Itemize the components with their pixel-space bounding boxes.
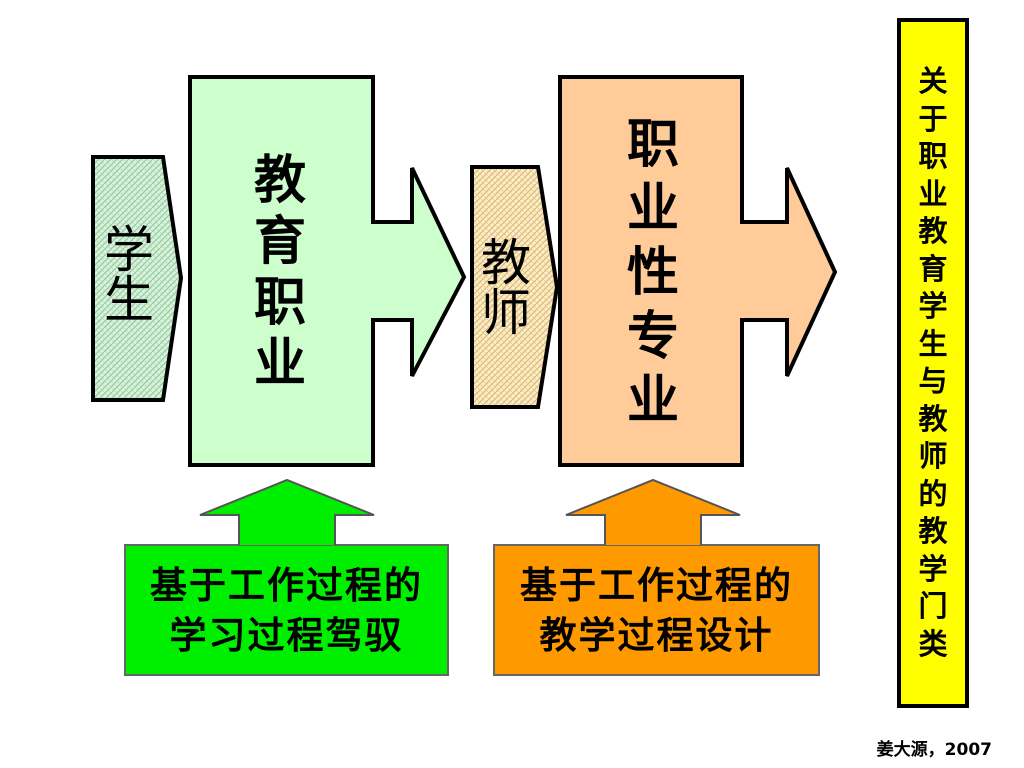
teacher-label: 教师	[472, 218, 540, 358]
green-support-line1: 基于工作过程的	[150, 563, 423, 607]
green-support-text: 基于工作过程的 学习过程驾驭	[125, 548, 448, 672]
vertical-char: 教	[918, 214, 948, 248]
vertical-char: 学	[918, 551, 948, 586]
vertical-char: 于	[918, 101, 948, 136]
education-vocation-label: 教育职业	[245, 138, 315, 408]
vertical-char: 业	[253, 334, 306, 394]
vertical-char: 育	[253, 212, 306, 272]
vertical-char: 生	[104, 271, 154, 329]
vertical-char: 门	[918, 589, 948, 623]
orange-support-box	[493, 544, 820, 676]
orange-support-text: 基于工作过程的 教学过程设计	[494, 548, 819, 672]
green-support-line2: 学习过程驾驭	[169, 613, 404, 657]
vertical-char: 关	[918, 64, 948, 98]
vertical-char: 职	[918, 139, 948, 173]
student-pentagon	[91, 155, 184, 402]
vertical-char: 教	[918, 514, 948, 548]
student-label: 学生	[93, 200, 165, 350]
teacher-pentagon	[470, 165, 560, 409]
orange-support-line2: 教学过程设计	[539, 613, 774, 657]
education-vocation-arrow	[188, 75, 467, 467]
vertical-char: 业	[626, 371, 679, 431]
vertical-char: 业	[918, 176, 948, 211]
orange-up-arrow	[565, 478, 741, 545]
author-credit: 姜大源，2007	[876, 740, 992, 760]
green-support-up-arrow	[124, 544, 449, 676]
vertical-char: 的	[918, 476, 948, 511]
vertical-char: 教	[481, 234, 531, 292]
vertical-char: 教	[918, 401, 948, 436]
vocational-specialty-arrow	[558, 75, 838, 467]
vertical-char: 师	[481, 284, 531, 342]
vertical-char: 学	[104, 221, 154, 279]
green-up-arrow	[199, 478, 375, 545]
vertical-char: 生	[918, 326, 948, 361]
vertical-char: 教	[253, 151, 306, 211]
orange-support-line1: 基于工作过程的	[520, 563, 793, 607]
vertical-char: 育	[918, 251, 948, 286]
vertical-char: 师	[918, 439, 948, 473]
vertical-char: 专	[626, 307, 679, 367]
vertical-char: 学	[918, 289, 948, 323]
vertical-char: 性	[626, 243, 679, 303]
side-banner-text: 关于职业教育学生与教师的教学门类	[901, 24, 965, 702]
vocational-specialty-label: 职业性专业	[618, 108, 688, 438]
vertical-char: 业	[626, 179, 679, 239]
vertical-char: 类	[918, 626, 948, 661]
side-banner-box	[897, 18, 969, 708]
vertical-char: 与	[918, 364, 948, 398]
vertical-char: 职	[626, 115, 679, 175]
vertical-char: 职	[253, 273, 306, 333]
